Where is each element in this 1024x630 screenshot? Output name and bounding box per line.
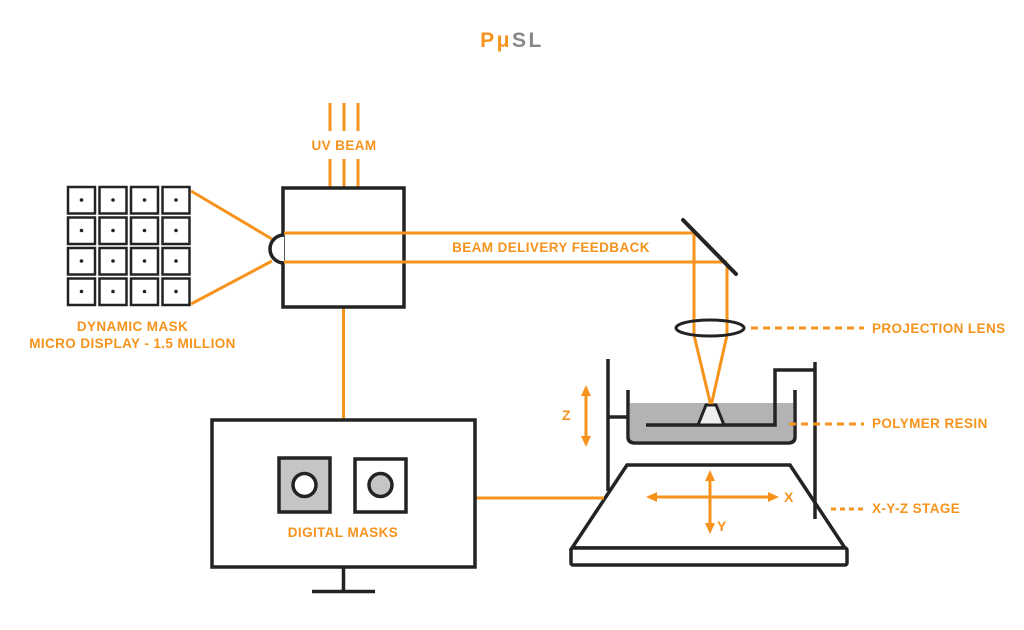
resin-vat xyxy=(626,390,797,445)
dynamic-mask-label-line1: DYNAMIC MASK xyxy=(76,319,189,334)
diagram-title: PμSL xyxy=(0,30,1024,51)
beam-delivery-feedback-label: BEAM DELIVERY FEEDBACK xyxy=(452,240,650,255)
xyz-stage-label: X-Y-Z STAGE xyxy=(872,501,961,516)
callout-dashes xyxy=(751,326,864,511)
connector-lines xyxy=(342,308,604,500)
z-axis-label: Z xyxy=(562,407,571,423)
dynamic-mask-label-line2: MICRO DISPLAY - 1.5 MILLION xyxy=(29,336,236,351)
stage-frame xyxy=(606,359,817,519)
digital-masks-box xyxy=(210,418,477,569)
y-axis-label: Y xyxy=(717,518,727,534)
polymer-resin-label: POLYMER RESIN xyxy=(872,416,988,431)
beam-lines xyxy=(284,231,729,405)
condenser-lens-icon xyxy=(268,233,285,265)
x-axis-label: X xyxy=(784,489,794,505)
dynamic-mask-grid xyxy=(66,185,191,307)
uv-beam-lines xyxy=(328,103,360,187)
mirror xyxy=(681,218,738,276)
mask-aperture-light xyxy=(291,471,318,499)
xy-axis-arrows xyxy=(646,470,779,534)
beam-delivery-box xyxy=(281,186,406,309)
mask-aperture-dark xyxy=(367,471,394,499)
printed-part xyxy=(695,403,727,427)
title-orange-part: Pμ xyxy=(480,29,512,52)
projection-lens-icon xyxy=(674,318,746,338)
projection-lens-label: PROJECTION LENS xyxy=(872,321,1006,336)
monitor-stand xyxy=(312,567,375,594)
uv-beam-label: UV BEAM xyxy=(311,138,377,153)
title-gray-part: SL xyxy=(512,29,544,52)
mask-projection-lines xyxy=(190,189,273,306)
digital-masks-label: DIGITAL MASKS xyxy=(287,525,399,540)
z-axis-arrow xyxy=(581,385,591,447)
